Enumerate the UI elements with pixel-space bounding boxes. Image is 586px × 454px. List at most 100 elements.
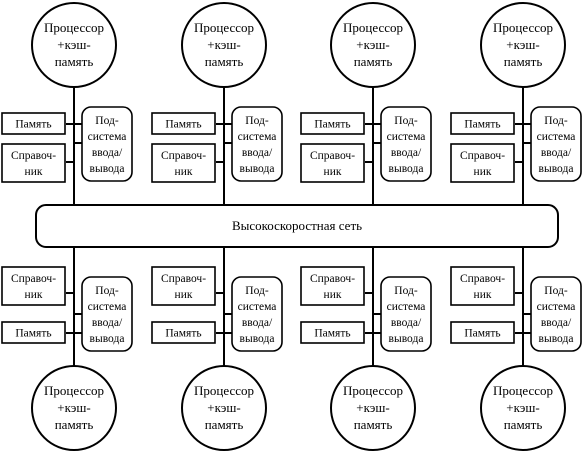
directory-label-line: Справоч- <box>11 273 56 285</box>
processor-label-line: Процессор <box>44 383 104 398</box>
io-subsystem-label-line: вывода <box>240 163 275 175</box>
processor-circle <box>181 365 267 451</box>
io-subsystem-label-line: система <box>238 301 277 313</box>
processor-label-line: память <box>504 54 543 69</box>
processor-label-line: +кэш- <box>506 400 539 415</box>
io-subsystem-label-line: ввода/ <box>92 147 123 159</box>
directory-label-line: Справоч- <box>310 273 355 285</box>
memory-box <box>151 321 216 344</box>
processor-label: Процессор+кэш-память <box>44 383 104 432</box>
processor-label-line: +кэш- <box>57 37 90 52</box>
processor-label: Процессор+кэш-память <box>493 383 553 432</box>
high-speed-network: Высокоскоростная сеть <box>35 204 559 248</box>
directory-box <box>151 143 216 183</box>
processor-circle <box>330 365 416 451</box>
processor-label-line: память <box>354 54 393 69</box>
io-subsystem-label-line: ввода/ <box>391 147 422 159</box>
io-subsystem-label-line: ввода/ <box>541 317 572 329</box>
processor-label: Процессор+кэш-память <box>493 20 553 69</box>
directory-label-line: Справоч- <box>460 273 505 285</box>
directory-label: Справоч-ник <box>460 273 505 301</box>
io-subsystem-label-line: вывода <box>539 163 574 175</box>
io-subsystem-label-line: Под- <box>245 285 269 297</box>
processor-label-line: Процессор <box>194 383 254 398</box>
processor-label-line: +кэш- <box>207 400 240 415</box>
memory-box <box>1 321 66 344</box>
processor-label: Процессор +кэш-память <box>44 20 104 69</box>
io-subsystem-label-line: вывода <box>539 333 574 345</box>
io-subsystem-label-line: Под- <box>95 115 119 127</box>
directory-label-line: Справоч- <box>11 150 56 162</box>
io-subsystem-box <box>530 276 582 352</box>
io-subsystem-label-line: Под- <box>394 285 418 297</box>
memory-label: Память <box>464 119 500 131</box>
processor-label-line: память <box>55 54 94 69</box>
directory-label-line: ник <box>25 166 43 178</box>
processor-label: Процессор +кэш-память <box>194 383 254 432</box>
directory-box <box>300 266 365 306</box>
processor-circle <box>31 2 117 88</box>
directory-label: Справоч-ник <box>161 273 206 301</box>
directory-box <box>450 143 515 183</box>
io-subsystem-label-line: вывода <box>389 333 424 345</box>
directory-box <box>450 266 515 306</box>
directory-label: Справоч-ник <box>161 150 206 178</box>
memory-box <box>450 112 515 135</box>
io-subsystem-label-line: Под- <box>95 285 119 297</box>
io-subsystem-label-line: ввода/ <box>242 317 273 329</box>
io-subsystem-label-line: вывода <box>90 163 125 175</box>
io-subsystem-label-line: система <box>537 301 576 313</box>
top-node-3: Процессор+кэш-памятьПамятьСправоч-никПод… <box>300 2 432 183</box>
processor-label-line: +кэш- <box>207 37 240 52</box>
io-subsystem-label-line: вывода <box>389 163 424 175</box>
io-subsystem-label-line: система <box>88 131 127 143</box>
directory-label: Справоч-ник <box>310 273 355 301</box>
directory-label-line: ник <box>175 166 193 178</box>
io-subsystem-label-line: ввода/ <box>541 147 572 159</box>
directory-label-line: ник <box>474 289 492 301</box>
memory-label: Память <box>464 328 500 340</box>
io-subsystem-box <box>380 106 432 182</box>
directory-label: Справоч-ник <box>460 150 505 178</box>
memory-box <box>300 321 365 344</box>
processor-circle <box>330 2 416 88</box>
processor-label-line: память <box>205 417 244 432</box>
io-subsystem-box <box>380 276 432 352</box>
processor-label-line: Процессор <box>343 20 403 35</box>
processor-label: Процессор+кэш-память <box>343 383 403 432</box>
directory-label-line: Справоч- <box>161 273 206 285</box>
directory-label-line: ник <box>324 166 342 178</box>
processor-circle <box>480 365 566 451</box>
directory-label-line: Справоч- <box>161 150 206 162</box>
io-subsystem-label: Под-система ввода/вывода <box>88 115 127 175</box>
processor-label-line: +кэш- <box>57 400 90 415</box>
io-subsystem-label-line: система <box>387 131 426 143</box>
memory-label: Память <box>15 328 51 340</box>
directory-box <box>1 143 66 183</box>
processor-label-line: память <box>354 417 393 432</box>
io-subsystem-label-line: ввода/ <box>391 317 422 329</box>
io-subsystem-label-line: система <box>238 131 277 143</box>
memory-label: Память <box>165 119 201 131</box>
memory-label: Память <box>314 119 350 131</box>
processor-circle <box>181 2 267 88</box>
processor-label: Процессор+кэш-память <box>194 20 254 69</box>
io-subsystem-label-line: Под- <box>245 115 269 127</box>
memory-box <box>151 112 216 135</box>
directory-label-line: ник <box>175 289 193 301</box>
processor-label-line: Процессор <box>44 20 104 35</box>
io-subsystem-label-line: Под- <box>544 285 568 297</box>
processor-label-line: +кэш- <box>506 37 539 52</box>
memory-box <box>300 112 365 135</box>
processor-circle <box>31 365 117 451</box>
network-bar <box>35 204 559 248</box>
